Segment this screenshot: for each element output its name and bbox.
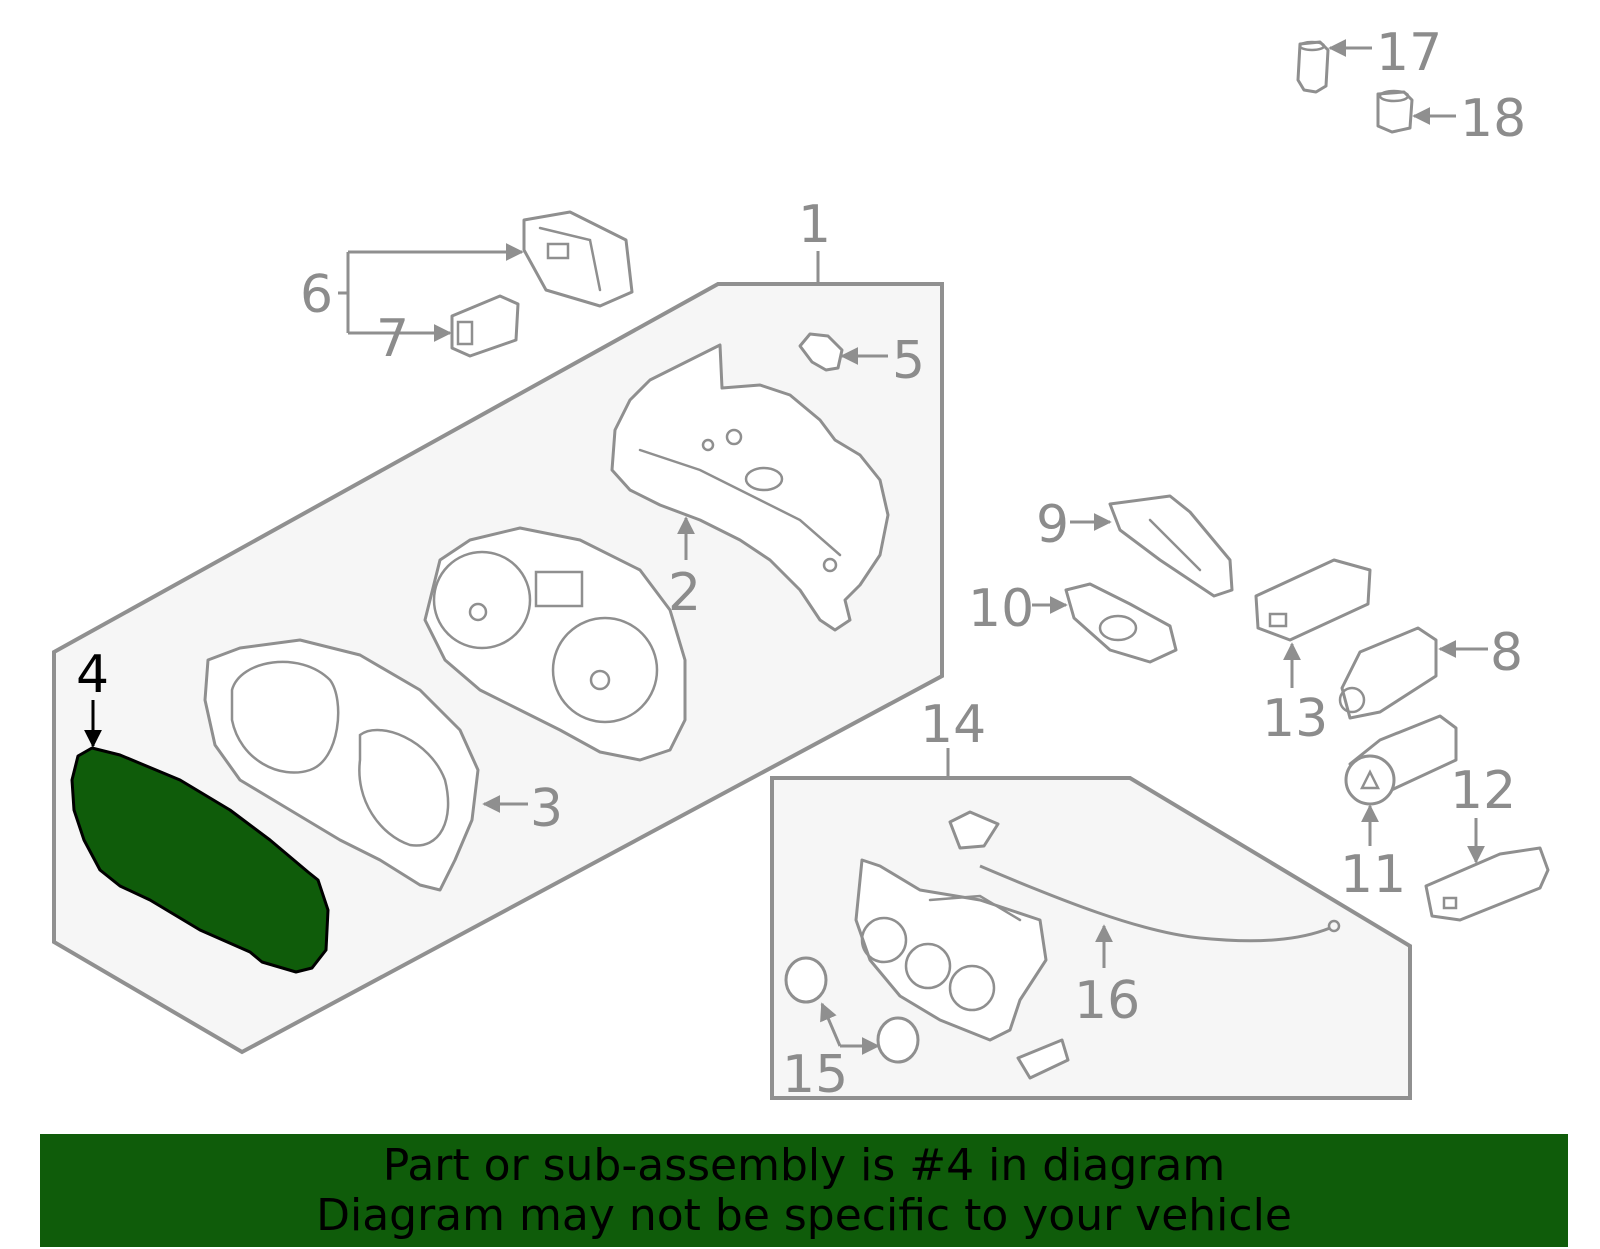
info-banner: Part or sub-assembly is #4 in diagram Di… (40, 1134, 1568, 1247)
callout-17[interactable]: 17 (1376, 23, 1442, 83)
callout-12[interactable]: 12 (1450, 761, 1516, 821)
part-15-knob-right[interactable] (876, 1016, 920, 1064)
banner-line-2: Diagram may not be specific to your vehi… (316, 1189, 1292, 1241)
part-16-cable-end (1327, 919, 1341, 933)
part-5-knob[interactable] (798, 332, 844, 372)
callout-11[interactable]: 11 (1340, 845, 1406, 905)
callout-5[interactable]: 5 (892, 331, 925, 391)
part-17-bulb[interactable] (1296, 40, 1330, 94)
callout-7[interactable]: 7 (376, 309, 409, 369)
part-14-knob-top[interactable] (948, 810, 1000, 850)
callout-1[interactable]: 1 (798, 195, 831, 255)
callout-18[interactable]: 18 (1460, 89, 1526, 149)
callout-15[interactable]: 15 (782, 1045, 848, 1105)
part-6-switch-panel[interactable] (522, 210, 634, 308)
part-10-trim[interactable] (1064, 582, 1178, 664)
callout-14[interactable]: 14 (920, 695, 986, 755)
part-3-gauge-dial[interactable] (423, 526, 687, 762)
callout-10[interactable]: 10 (968, 579, 1034, 639)
part-14-tab[interactable] (1016, 1038, 1070, 1080)
callout-16[interactable]: 16 (1074, 971, 1140, 1031)
callout-3[interactable]: 3 (530, 779, 563, 839)
part-2-rear-housing[interactable] (610, 343, 890, 632)
part-14-climate-control[interactable] (854, 858, 1048, 1042)
callout-8[interactable]: 8 (1490, 623, 1523, 683)
part-12-switch[interactable] (1424, 846, 1550, 922)
part-7-switch[interactable] (450, 294, 520, 358)
part-3-bezel[interactable] (203, 638, 480, 892)
callout-4[interactable]: 4 (76, 645, 109, 705)
part-11-hazard-switch[interactable] (1344, 714, 1458, 806)
callout-9[interactable]: 9 (1036, 495, 1069, 555)
part-15-leader (820, 1002, 842, 1047)
part-16-cable[interactable] (979, 864, 1331, 943)
part-15-knob-left[interactable] (784, 956, 828, 1004)
callout-2[interactable]: 2 (668, 563, 701, 623)
climate-control-panel (770, 776, 1412, 1100)
part-8-switch[interactable] (1338, 626, 1438, 720)
part-13-switch[interactable] (1254, 558, 1372, 642)
callout-6[interactable]: 6 (300, 265, 333, 325)
banner-line-1: Part or sub-assembly is #4 in diagram (382, 1139, 1226, 1191)
callout-13[interactable]: 13 (1262, 689, 1328, 749)
part-18-bulb[interactable] (1376, 89, 1414, 134)
part-9-switch[interactable] (1108, 494, 1234, 598)
part-4-lens[interactable] (70, 746, 330, 974)
